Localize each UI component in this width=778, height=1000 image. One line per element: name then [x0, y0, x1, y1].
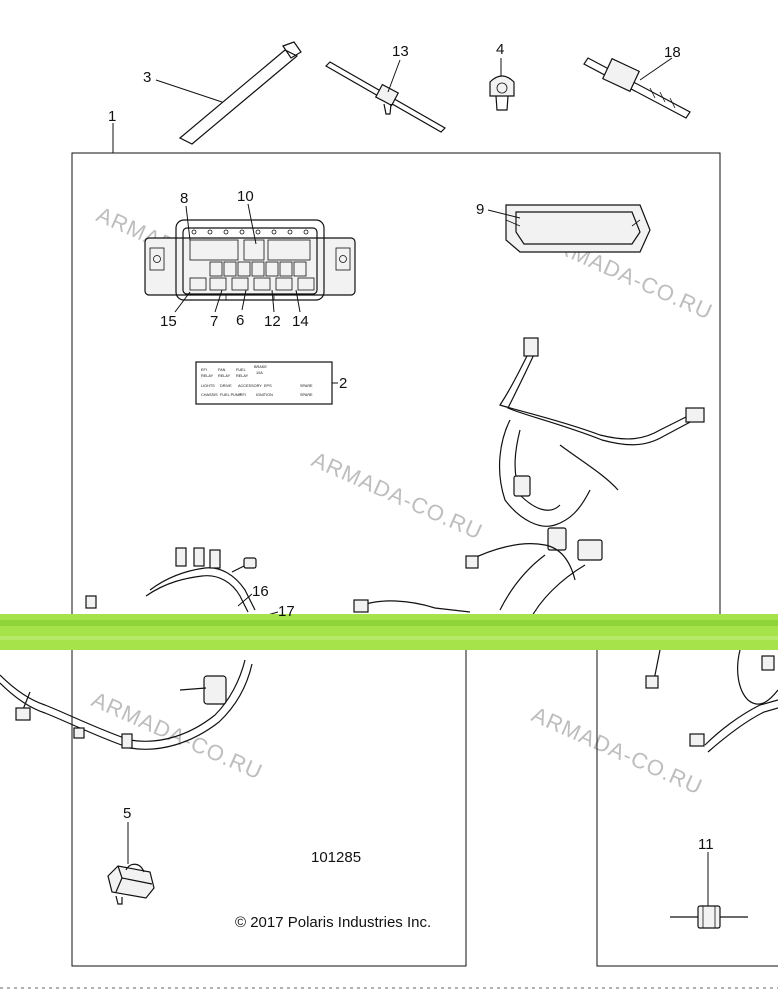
watermark: ARMADA-CO.RU — [528, 702, 707, 800]
callout-3: 3 — [143, 69, 151, 86]
left-harness-part — [0, 547, 257, 750]
callout-18: 18 — [664, 44, 681, 61]
svg-text:FAN: FAN — [218, 368, 226, 372]
svg-text:BRAKE: BRAKE — [254, 365, 267, 369]
svg-text:10A: 10A — [256, 371, 263, 375]
callout-1: 1 — [108, 108, 116, 125]
svg-text:EFI: EFI — [240, 393, 246, 397]
svg-text:CHASSIS: CHASSIS — [201, 393, 218, 397]
svg-text:SPARE: SPARE — [300, 393, 313, 397]
callout-11: 11 — [698, 836, 714, 853]
inline-fuse-holder-part — [670, 905, 748, 929]
svg-text:LIGHTS: LIGHTS — [201, 384, 215, 388]
cable-tie-part — [178, 41, 302, 145]
right-harness-part — [645, 649, 778, 753]
copyright-notice: © 2017 Polaris Industries Inc. — [235, 914, 431, 931]
fuse-box-cover-part — [505, 204, 651, 253]
connector-part — [107, 863, 155, 905]
svg-text:ACCESSORY: ACCESSORY — [238, 384, 262, 388]
callout-2: 2 — [339, 375, 347, 392]
fuse-box-part — [144, 219, 356, 301]
callout-12: 12 — [264, 313, 281, 330]
callout-14: 14 — [292, 313, 309, 330]
svg-text:SPARE: SPARE — [300, 384, 313, 388]
svg-text:FUEL PUMP: FUEL PUMP — [220, 393, 242, 397]
push-mount-tie-part — [325, 61, 446, 133]
callout-10: 10 — [237, 188, 254, 205]
main-harness-part — [353, 337, 705, 621]
svg-text:RELAY: RELAY — [201, 374, 214, 378]
main-frame — [71, 152, 778, 967]
callout-4: 4 — [496, 41, 504, 58]
callout-7: 7 — [210, 313, 218, 330]
callout-17: 17 — [278, 603, 295, 620]
scan-band — [0, 614, 778, 650]
svg-text:RELAY: RELAY — [236, 374, 249, 378]
svg-text:DRIVE: DRIVE — [220, 384, 232, 388]
callout-6: 6 — [236, 312, 244, 329]
clip-part — [489, 75, 515, 111]
svg-text:FUEL: FUEL — [236, 368, 246, 372]
svg-text:EFI: EFI — [201, 368, 207, 372]
callout-9: 9 — [476, 201, 484, 218]
callout-8: 8 — [180, 190, 188, 207]
watermark: ARMADA-CO.RU — [308, 447, 487, 545]
figure-number: 101285 — [311, 849, 361, 866]
callout-16: 16 — [252, 583, 269, 600]
edge-clip-tie-part — [583, 57, 691, 119]
svg-text:IGNITION: IGNITION — [256, 393, 273, 397]
callout-15: 15 — [160, 313, 177, 330]
callout-13: 13 — [392, 43, 409, 60]
fuse-label-decal: EFI FAN FUEL BRAKE RELAY RELAY RELAY 10A… — [195, 361, 333, 405]
callout-5: 5 — [123, 805, 131, 822]
svg-text:RELAY: RELAY — [218, 374, 231, 378]
svg-text:EPS: EPS — [264, 384, 272, 388]
